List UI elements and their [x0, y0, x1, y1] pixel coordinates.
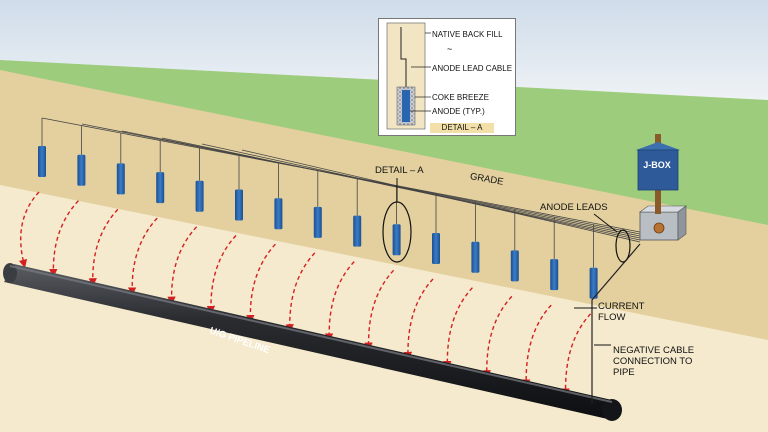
current-arrow-icon [482, 295, 513, 379]
current-flow-arrows [18, 191, 592, 397]
anode-icon [195, 180, 204, 212]
anode-icon [432, 233, 440, 264]
current-arrow-icon [49, 200, 79, 278]
anode-icon [402, 90, 410, 122]
current-arrow-icon [18, 191, 40, 269]
negative-cable [591, 243, 641, 404]
current-arrow-icon [364, 269, 395, 351]
native-back-fill-label: NATIVE BACK FILL [432, 30, 503, 39]
j-box-label: J-BOX [643, 160, 671, 170]
pipe-icon [3, 263, 622, 421]
splice-box [639, 205, 687, 241]
coke-breeze-label: COKE BREEZE [432, 93, 489, 102]
current-flow-label: CURRENT FLOW [598, 301, 645, 323]
current-arrow-icon [167, 226, 198, 305]
anode-icon [38, 146, 46, 177]
current-arrow-icon [246, 243, 276, 324]
anode-icon [156, 172, 165, 204]
anode-leads-ellipse [615, 229, 631, 263]
anode-icon [471, 241, 480, 273]
current-arrow-icon [443, 287, 473, 370]
current-arrow-icon [88, 208, 119, 287]
anode-icon [77, 154, 86, 186]
current-arrow-icon [206, 235, 237, 315]
current-arrow-icon [521, 304, 552, 388]
anode-icon [589, 267, 598, 299]
anode-icon [313, 206, 322, 238]
detail-a-callout-label: DETAIL – A [375, 165, 424, 176]
anode-icon [116, 163, 125, 195]
anode-icon [550, 259, 559, 291]
backfill-zone [0, 185, 768, 432]
current-arrow-icon [324, 261, 355, 342]
anode-icon [392, 224, 401, 256]
current-arrow-icon [285, 252, 316, 333]
anode-leads-label: ANODE LEADS [540, 202, 608, 213]
anode-typ-label: ANODE (TYP.) [432, 107, 485, 116]
current-arrow-icon [561, 313, 592, 397]
anode-lead-cables [41, 117, 641, 243]
anode-icon [235, 189, 243, 221]
svg-text:~: ~ [447, 44, 452, 54]
detail-a-drawing: ~ [386, 22, 452, 130]
anode-icon [274, 198, 283, 230]
anode-row [38, 118, 598, 299]
negative-cable-label: NEGATIVE CABLE CONNECTION TO PIPE [613, 345, 695, 378]
current-arrow-icon [403, 278, 434, 361]
anode-lead-cable-label: ANODE LEAD CABLE [432, 64, 513, 73]
anode-icon [510, 250, 519, 282]
anode-leads-leader [593, 213, 618, 233]
current-arrow-icon [127, 217, 158, 296]
detail-a-inset: ~ NATIVE BACK FILL ANODE LEAD CABLE COKE… [378, 18, 516, 136]
detail-a-tag: DETAIL – A [430, 123, 494, 133]
anode-icon [353, 215, 362, 247]
j-box-icon [636, 142, 680, 191]
